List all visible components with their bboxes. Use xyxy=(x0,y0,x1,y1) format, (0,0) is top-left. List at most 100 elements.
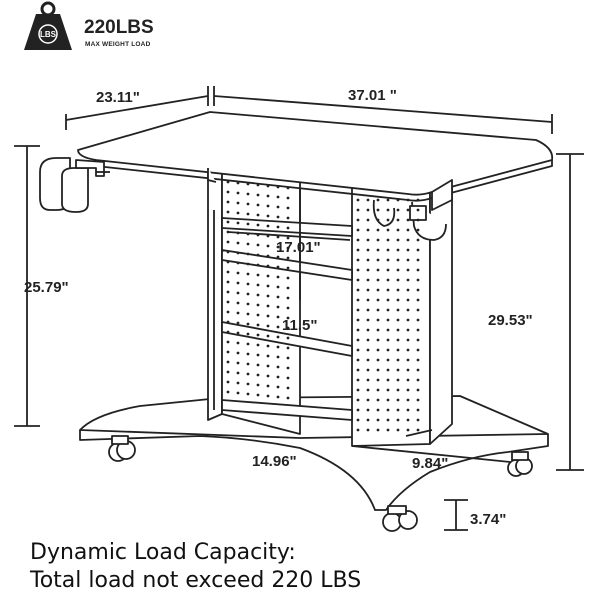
peg-hole xyxy=(286,336,290,340)
weight-icon-label: LBS xyxy=(40,30,57,39)
peg-hole xyxy=(286,396,290,400)
peg-hole xyxy=(276,325,280,329)
peg-hole xyxy=(356,278,360,282)
peg-hole xyxy=(356,318,360,322)
peg-hole xyxy=(386,198,390,202)
peg-hole xyxy=(256,323,260,327)
peg-hole xyxy=(416,198,420,202)
peg-hole xyxy=(366,258,370,262)
peg-hole xyxy=(416,328,420,332)
peg-hole xyxy=(246,312,250,316)
shelf-gap-label: 11.5" xyxy=(282,317,317,334)
peg-hole xyxy=(406,408,410,412)
peg-hole xyxy=(356,268,360,272)
peg-hole xyxy=(226,190,230,194)
peg-hole xyxy=(226,240,230,244)
peg-hole xyxy=(406,418,410,422)
peg-hole xyxy=(396,208,400,212)
peg-hole xyxy=(226,230,230,234)
peg-hole xyxy=(256,303,260,307)
peg-hole xyxy=(276,205,280,209)
peg-hole xyxy=(366,388,370,392)
left-height-label: 25.79" xyxy=(24,279,69,296)
peg-hole xyxy=(246,192,250,196)
peg-hole xyxy=(256,373,260,377)
peg-hole xyxy=(356,198,360,202)
peg-hole xyxy=(366,278,370,282)
peg-hole xyxy=(416,428,420,432)
peg-hole xyxy=(226,300,230,304)
peg-hole xyxy=(236,391,240,395)
peg-hole xyxy=(366,368,370,372)
peg-hole xyxy=(376,218,380,222)
peg-hole xyxy=(376,398,380,402)
peg-hole xyxy=(366,358,370,362)
peg-hole xyxy=(366,328,370,332)
peg-hole xyxy=(396,388,400,392)
peg-hole xyxy=(396,228,400,232)
peg-hole xyxy=(246,232,250,236)
peg-hole xyxy=(376,328,380,332)
peg-hole xyxy=(266,354,270,358)
peg-hole xyxy=(286,236,290,240)
peg-hole xyxy=(286,306,290,310)
peg-hole xyxy=(406,298,410,302)
peg-hole xyxy=(276,315,280,319)
peg-hole xyxy=(256,243,260,247)
peg-hole xyxy=(266,324,270,328)
peg-hole xyxy=(356,428,360,432)
max-weight-badge: LBS 220LBS MAX WEIGHT LOAD xyxy=(24,1,154,50)
peg-hole xyxy=(406,238,410,242)
peg-hole xyxy=(406,358,410,362)
top-dimension-lines xyxy=(65,86,553,134)
peg-hole xyxy=(356,338,360,342)
peg-hole xyxy=(396,218,400,222)
peg-hole xyxy=(386,418,390,422)
peg-hole xyxy=(386,408,390,412)
peg-hole xyxy=(386,338,390,342)
peg-hole xyxy=(376,198,380,202)
peg-hole xyxy=(256,273,260,277)
peg-hole xyxy=(406,308,410,312)
peg-hole xyxy=(286,266,290,270)
peg-hole xyxy=(286,376,290,380)
peg-hole xyxy=(386,208,390,212)
peg-hole xyxy=(246,362,250,366)
peg-hole xyxy=(246,202,250,206)
peg-hole xyxy=(406,278,410,282)
peg-hole xyxy=(396,198,400,202)
peg-hole xyxy=(386,358,390,362)
peg-hole xyxy=(276,235,280,239)
peg-hole xyxy=(266,284,270,288)
peg-hole xyxy=(286,256,290,260)
peg-hole xyxy=(376,228,380,232)
peg-hole xyxy=(366,398,370,402)
peg-hole xyxy=(246,302,250,306)
peg-hole xyxy=(276,375,280,379)
peg-hole xyxy=(246,292,250,296)
peg-hole xyxy=(386,258,390,262)
peg-hole xyxy=(266,304,270,308)
peg-hole xyxy=(286,216,290,220)
peg-hole xyxy=(366,228,370,232)
peg-hole xyxy=(416,278,420,282)
peg-hole xyxy=(386,248,390,252)
peg-hole xyxy=(416,378,420,382)
peg-hole xyxy=(286,226,290,230)
peg-hole xyxy=(406,388,410,392)
peg-hole xyxy=(416,318,420,322)
peg-hole xyxy=(246,222,250,226)
peg-hole xyxy=(226,180,230,184)
peg-hole xyxy=(266,224,270,228)
peg-hole xyxy=(246,392,250,396)
peg-hole xyxy=(416,288,420,292)
peg-hole xyxy=(256,213,260,217)
peg-hole xyxy=(396,308,400,312)
peg-hole xyxy=(266,194,270,198)
shelf-width-label: 17.01" xyxy=(276,239,321,256)
peg-hole xyxy=(266,234,270,238)
peg-hole xyxy=(386,268,390,272)
peg-hole xyxy=(256,283,260,287)
peg-hole xyxy=(236,241,240,245)
peg-hole xyxy=(366,268,370,272)
